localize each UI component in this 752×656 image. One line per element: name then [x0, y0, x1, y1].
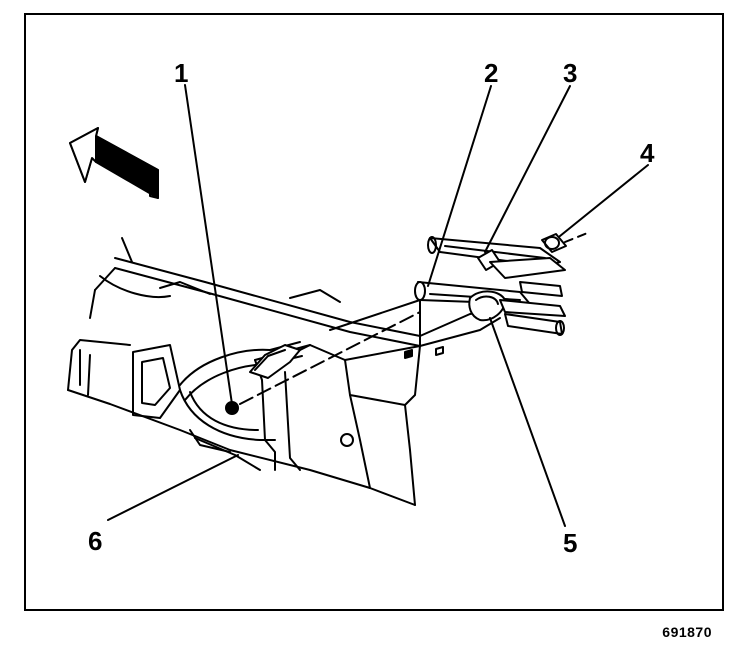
- callout-4: 4: [640, 138, 655, 168]
- illustration-frame: [24, 13, 724, 611]
- callout-5: 5: [563, 528, 578, 558]
- frame-rail: [67, 237, 501, 506]
- figure-id-label: 691870: [662, 624, 712, 640]
- nut-icon: [541, 233, 567, 253]
- callout-3: 3: [563, 58, 578, 88]
- callout-1: 1: [174, 58, 189, 88]
- front-direction-arrow-icon: [69, 127, 159, 199]
- callout-6: 6: [88, 526, 103, 556]
- callout-2: 2: [484, 58, 499, 88]
- callout-leader-lines: [107, 84, 649, 527]
- fuel-line-clip-assembly: [239, 231, 591, 405]
